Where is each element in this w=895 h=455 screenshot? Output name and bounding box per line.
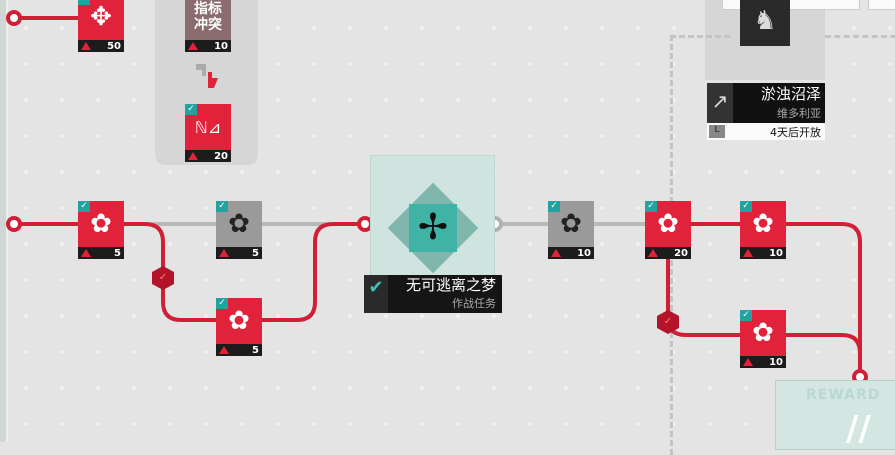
danger-icon — [81, 42, 91, 50]
danger-icon — [648, 249, 658, 257]
node-value: 10 — [769, 356, 783, 368]
route-endpoint — [6, 10, 22, 26]
check-icon: ✔ — [364, 275, 388, 313]
node-value: 10 — [769, 247, 783, 259]
red-route — [666, 246, 742, 337]
danger-icon — [188, 42, 198, 50]
conflict-node[interactable]: 指标冲突 10 — [185, 0, 231, 52]
path-node[interactable]: ✿✓ 20 — [645, 201, 691, 259]
stage-emblem-icon: ✢ — [409, 204, 457, 252]
reward-label: REWARD — [806, 387, 881, 403]
path-node[interactable]: ✿✓ 5 — [216, 201, 262, 259]
rabbit-tower-icon: ✿✓ — [548, 201, 594, 247]
route-endpoint — [6, 216, 22, 232]
zone-name: 淤浊沼泽 — [760, 85, 821, 103]
node-value: 5 — [252, 247, 259, 259]
red-route — [690, 222, 862, 377]
node-value: 20 — [674, 247, 688, 259]
path-node[interactable]: ✿✓ 5 — [216, 298, 262, 356]
danger-icon — [743, 249, 753, 257]
stage-name: 无可逃离之梦 — [405, 276, 496, 294]
swap-arrow-icon — [196, 64, 218, 88]
checkpoint-hex-icon[interactable]: ✓ — [657, 310, 679, 334]
rabbit-shield-icon: ✿✓ — [78, 201, 124, 247]
double-chevron-icon: // — [846, 409, 871, 449]
reward-panel[interactable]: REWARD // — [775, 380, 895, 450]
node-value: 10 — [214, 40, 228, 52]
node-value: 50 — [107, 40, 121, 52]
rabbit-shield-icon: ✿✓ — [740, 201, 786, 247]
red-route — [785, 333, 862, 354]
danger-icon — [188, 152, 198, 160]
arrow-up-right-icon: ↗ — [707, 83, 733, 123]
view-records-button[interactable] — [722, 0, 860, 10]
rabbit-cross-icon: ✿✓ — [645, 201, 691, 247]
top-right-button[interactable] — [868, 0, 895, 10]
danger-icon — [219, 249, 229, 257]
boss-node[interactable]: ✥✓ 50 — [78, 0, 124, 52]
path-node[interactable]: ✿✓ 10 — [740, 201, 786, 259]
rabbit-plus-icon: ✿✓ — [216, 298, 262, 344]
node-value: 5 — [114, 247, 121, 259]
victoria-emblem-icon[interactable]: ♞ — [740, 0, 790, 46]
stage-type: 作战任务 — [452, 297, 496, 310]
path-node[interactable]: ✿✓ 10 — [548, 201, 594, 259]
zone-open-time: 4天后开放 — [770, 125, 821, 139]
crowned-rabbit-icon: ✥✓ — [78, 0, 124, 40]
zone-region: 维多利亚 — [777, 107, 821, 120]
path-node[interactable]: ✿✓ 5 — [78, 201, 124, 259]
danger-icon — [81, 249, 91, 257]
zone-card[interactable]: ↗ 淤浊沼泽 维多利亚 L 4天后开放 — [707, 83, 825, 140]
node-value: 5 — [252, 344, 259, 356]
node-value: 20 — [214, 150, 228, 162]
multi-node[interactable]: ℕ⊿✓ 20 — [185, 104, 231, 162]
red-route — [261, 222, 365, 322]
stage-label[interactable]: ✔ 无可逃离之梦 作战任务 — [364, 275, 502, 313]
clock-icon: L — [709, 125, 725, 138]
danger-icon — [551, 249, 561, 257]
multi-symbol-icon: ℕ⊿✓ — [185, 104, 231, 150]
node-title: 指标冲突 — [194, 1, 222, 33]
node-value: 10 — [577, 247, 591, 259]
hatch-border — [825, 35, 895, 135]
rabbit-blur-icon: ✿✓ — [740, 310, 786, 356]
path-node[interactable]: ✿✓ 10 — [740, 310, 786, 368]
danger-icon — [743, 358, 753, 366]
checkpoint-hex-icon[interactable]: ✓ — [152, 266, 174, 290]
danger-icon — [219, 346, 229, 354]
rabbit-x-icon: ✿✓ — [216, 201, 262, 247]
